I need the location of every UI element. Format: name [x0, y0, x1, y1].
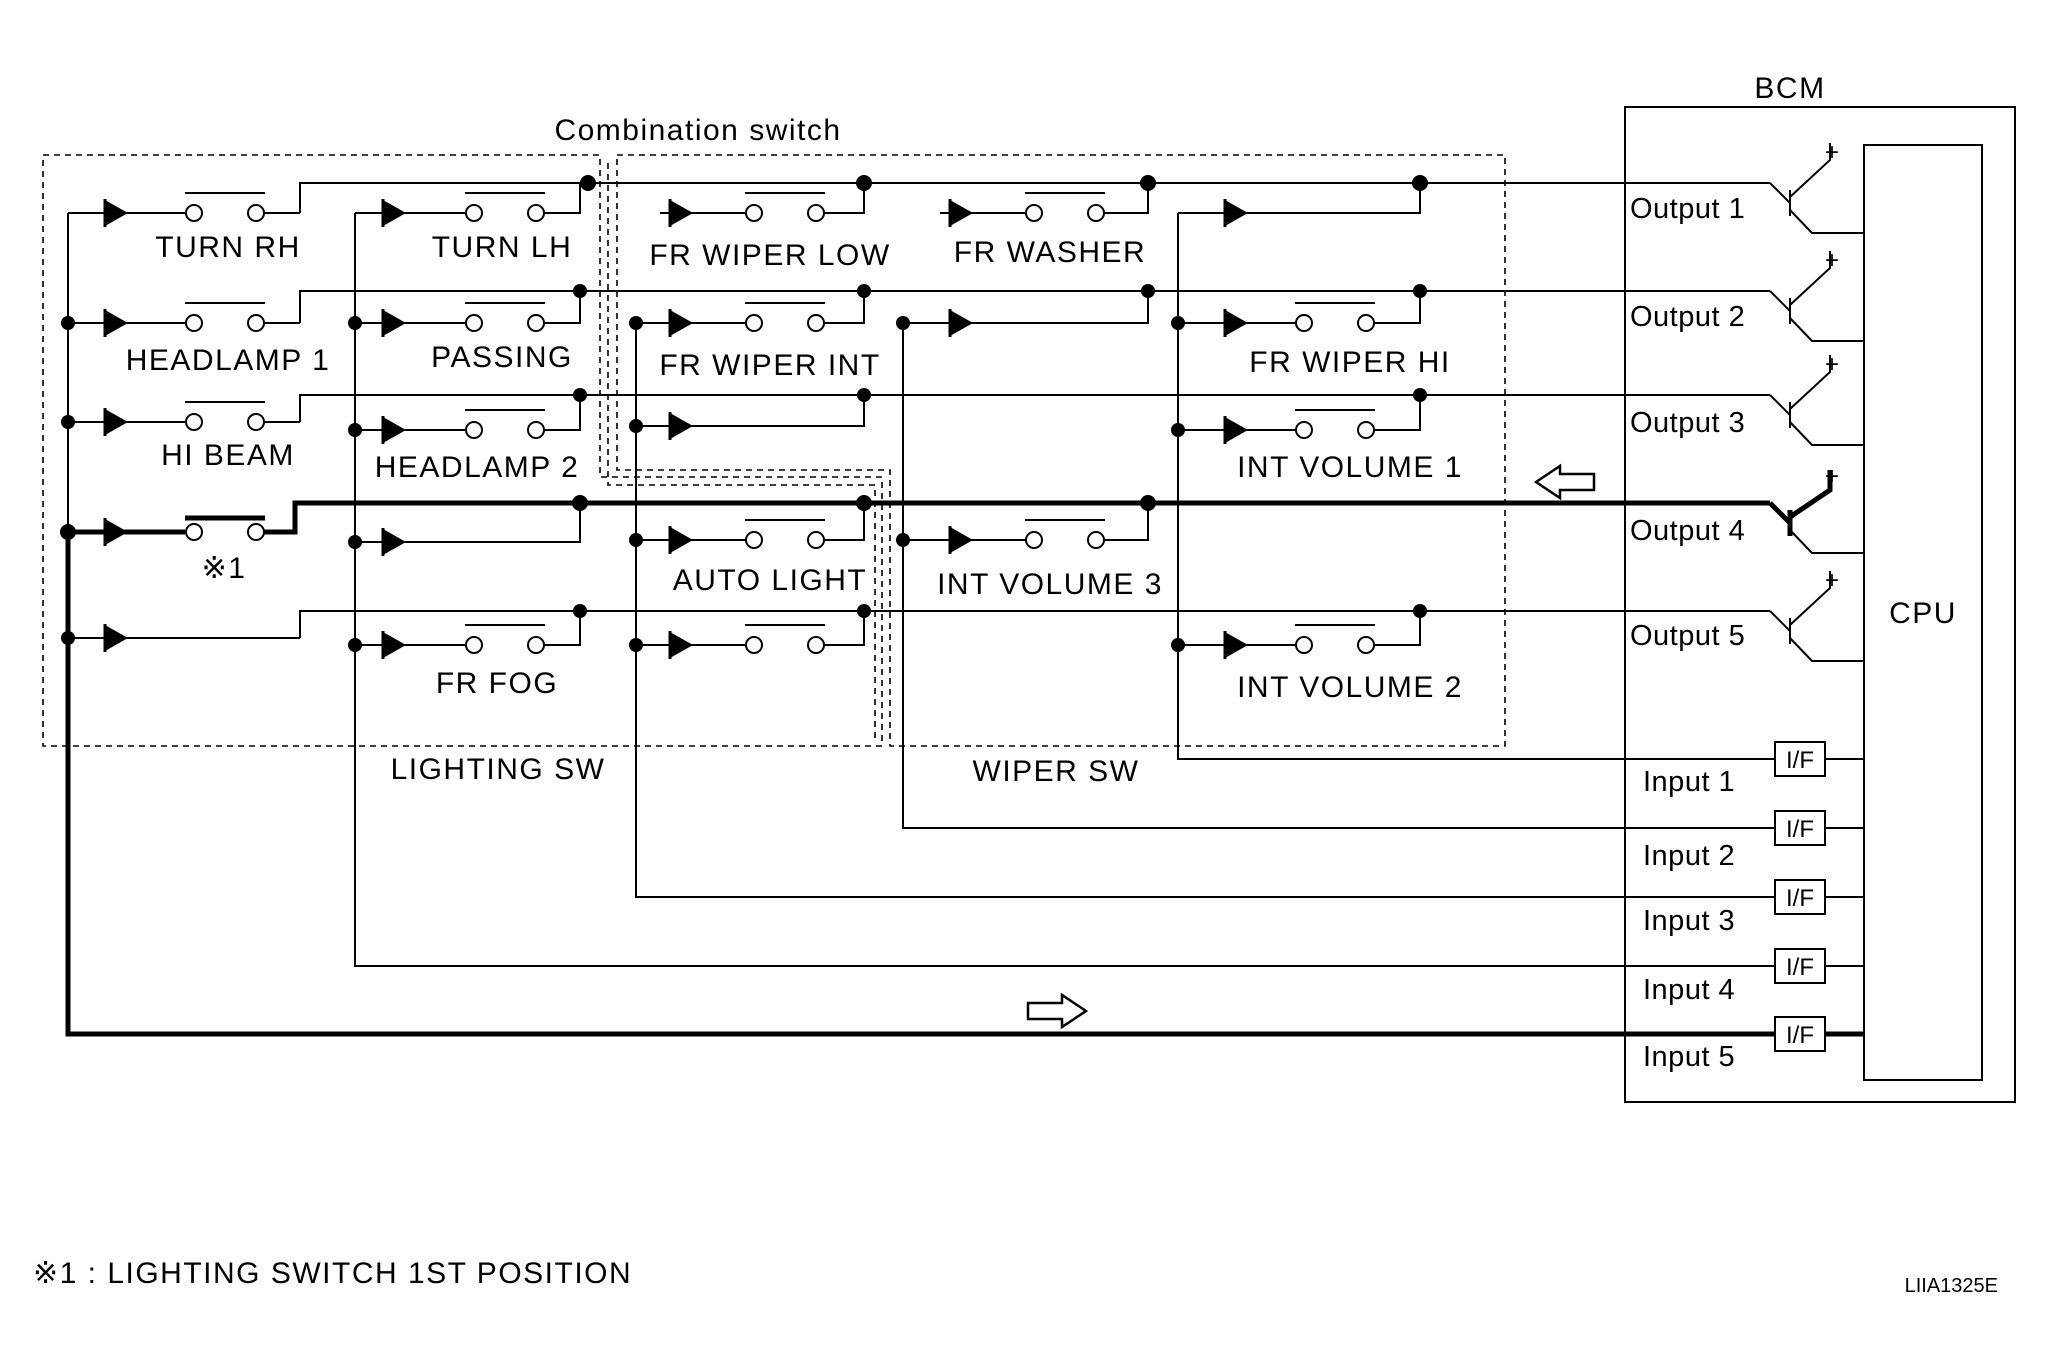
switch-row-e1: [1178, 183, 1421, 227]
label-headlamp-2: HEADLAMP 2: [375, 451, 580, 484]
label-auto-light: AUTO LIGHT: [673, 564, 867, 597]
output-labels: Output 1 Output 2 Output 3 Output 4 Outp…: [1630, 193, 1745, 652]
transistor-5: [1769, 571, 1864, 662]
switch-row-a5: [68, 624, 300, 652]
label-int-volume-3: INT VOLUME 3: [937, 568, 1163, 601]
if-label-2: I/F: [1786, 816, 1814, 843]
transistor-4: [1768, 470, 1864, 554]
switch-labels: TURN RH TURN LH HEADLAMP 1 PASSING HI BE…: [126, 231, 1463, 704]
input-buses: [65, 213, 1775, 1037]
input-label-1: Input 1: [1643, 766, 1735, 798]
output-transistors: [1768, 143, 1864, 662]
input-interfaces: I/F I/F I/F I/F I/F: [1774, 741, 1864, 1052]
switch-hi-beam: [68, 401, 300, 436]
label-fr-wiper-int: FR WIPER INT: [659, 349, 880, 382]
switch-row-c5: [636, 611, 865, 659]
label-hi-beam: HI BEAM: [161, 439, 295, 472]
switch-int-volume-3: [903, 503, 1149, 554]
if-label-1: I/F: [1786, 747, 1814, 774]
bcm-label: BCM: [1754, 72, 1825, 105]
right-arrow-icon: [1026, 992, 1089, 1030]
label-passing: PASSING: [431, 341, 573, 374]
label-fr-washer: FR WASHER: [954, 236, 1146, 269]
lighting-sw-outline: [42, 154, 883, 747]
transistor-3: [1769, 355, 1864, 446]
if-label-3: I/F: [1786, 885, 1814, 912]
footnote: ※1 : LIGHTING SWITCH 1ST POSITION: [33, 1257, 632, 1290]
output-label-1: Output 1: [1630, 193, 1745, 225]
switch-fr-washer: [940, 183, 1149, 227]
switch-headlamp-1: [68, 302, 300, 337]
switch-fr-wiper-hi: [1178, 291, 1421, 337]
wiper-sw-outline: [616, 154, 1506, 747]
switch-passing: [355, 291, 581, 337]
plus-sign-4: +: [1825, 463, 1839, 490]
output-label-3: Output 3: [1630, 407, 1745, 439]
switch-lighting-1st: [68, 515, 295, 546]
bcm-module: BCM CPU: [1624, 72, 2016, 1103]
output-label-5: Output 5: [1630, 620, 1745, 652]
input-labels: Input 1 Input 2 Input 3 Input 4 Input 5: [1643, 766, 1735, 1073]
switch-fr-fog: [355, 611, 581, 659]
cpu-label: CPU: [1889, 597, 1957, 630]
label-lighting-sw: LIGHTING SW: [391, 753, 606, 786]
input-label-2: Input 2: [1643, 840, 1735, 872]
transistor-1: [1769, 143, 1864, 234]
input-label-5: Input 5: [1643, 1041, 1735, 1073]
left-arrow-icon: [1533, 463, 1596, 501]
cpu-box: [1863, 144, 1983, 1081]
transistor-2: [1769, 251, 1864, 342]
if-label-4: I/F: [1786, 954, 1814, 981]
plus-sign-1: +: [1825, 139, 1839, 166]
combination-switch-label: Combination switch: [554, 114, 841, 147]
label-fr-fog: FR FOG: [436, 667, 558, 700]
label-fr-wiper-hi: FR WIPER HI: [1249, 346, 1451, 379]
switch-auto-light: [636, 503, 865, 554]
label-fr-wiper-low: FR WIPER LOW: [649, 239, 890, 272]
label-turn-rh: TURN RH: [155, 231, 301, 264]
switch-headlamp-2: [355, 395, 581, 444]
switch-row-d2: [903, 291, 1149, 337]
output-label-2: Output 2: [1630, 301, 1745, 333]
switch-row-c3: [636, 395, 865, 440]
switch-turn-rh: [68, 192, 300, 227]
switch-int-volume-2: [1178, 611, 1421, 659]
label-turn-lh: TURN LH: [432, 231, 573, 264]
label-wiper-sw: WIPER SW: [973, 755, 1140, 788]
switch-turn-lh: [355, 183, 581, 227]
label-headlamp-1: HEADLAMP 1: [126, 344, 331, 377]
switch-fr-wiper-low: [660, 183, 865, 227]
label-int-volume-2: INT VOLUME 2: [1237, 671, 1463, 704]
switch-int-volume-1: [1178, 395, 1421, 444]
plus-sign-5: +: [1825, 567, 1839, 594]
label-int-volume-1: INT VOLUME 1: [1237, 451, 1463, 484]
input-label-3: Input 3: [1643, 905, 1735, 937]
switch-fr-wiper-int: [636, 291, 865, 337]
input-label-4: Input 4: [1643, 974, 1735, 1006]
if-label-5: I/F: [1786, 1022, 1814, 1049]
switch-row-b4: [355, 503, 581, 556]
plus-signs: + + + + +: [1825, 139, 1839, 594]
label-mark-1: ※1: [202, 552, 247, 585]
plus-sign-2: +: [1825, 247, 1839, 274]
junction-dots: [60, 175, 1428, 652]
plus-sign-3: +: [1825, 351, 1839, 378]
output-label-4: Output 4: [1630, 515, 1745, 547]
figure-id: LIIA1325E: [1905, 1275, 1998, 1297]
